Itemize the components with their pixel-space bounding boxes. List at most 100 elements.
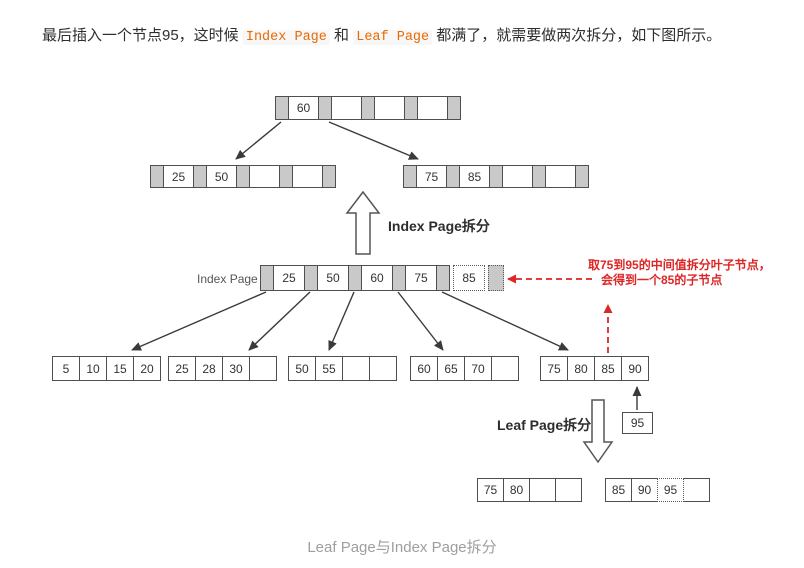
key-cell <box>491 356 519 381</box>
key-cell: 28 <box>195 356 223 381</box>
pointer-cell <box>532 165 546 188</box>
key-cell: 90 <box>621 356 649 381</box>
new-pointer-cell <box>488 265 504 291</box>
red-annotation-line1: 取75到95的中间值拆分叶子节点， <box>588 258 771 272</box>
arrow-index-to-leaf1 <box>131 291 267 351</box>
pointer-cell <box>403 165 417 188</box>
pointer-cell <box>436 265 450 291</box>
key-cell: 85 <box>594 356 622 381</box>
arrow-index-to-leaf5 <box>441 291 569 351</box>
key-cell <box>502 165 533 188</box>
key-cell <box>529 478 556 502</box>
pointer-cell <box>575 165 589 188</box>
paragraph-text: 和 <box>329 27 354 44</box>
paragraph-text: 最后插入一个节点95，这时候 <box>42 27 243 44</box>
key-cell: 30 <box>222 356 250 381</box>
new-key-95-node: 95 <box>622 412 653 434</box>
pointer-cell <box>318 96 332 120</box>
hollow-up-arrow <box>345 190 381 255</box>
new-index-key-cell: 85 <box>453 265 485 291</box>
level2-left-index-node: 25 50 <box>150 165 336 188</box>
arrow-index-to-leaf2 <box>248 291 311 351</box>
new-key-cell: 95 <box>657 478 684 502</box>
inline-code-index-page: Index Page <box>242 30 330 45</box>
key-cell: 25 <box>163 165 194 188</box>
figure-caption: Leaf Page与Index Page拆分 <box>307 539 497 556</box>
arrow-root-to-left-child <box>235 121 282 160</box>
key-cell <box>331 96 362 120</box>
paragraph-text: 都满了，就需要做两次拆分，如下图所示。 <box>432 27 722 44</box>
pointer-cell <box>322 165 336 188</box>
key-cell: 50 <box>206 165 237 188</box>
key-cell: 10 <box>79 356 107 381</box>
red-annotation-line2: 会得到一个85的子节点 <box>601 273 723 287</box>
leaf-node-2: 25 28 30 <box>168 356 277 381</box>
leaf-node-5: 75 80 85 90 <box>540 356 649 381</box>
key-cell: 85 <box>605 478 632 502</box>
pointer-cell <box>489 165 503 188</box>
key-cell: 85 <box>459 165 490 188</box>
key-cell: 50 <box>317 265 349 291</box>
pointer-cell <box>446 165 460 188</box>
pointer-cell <box>279 165 293 188</box>
key-cell: 5 <box>52 356 80 381</box>
key-cell: 80 <box>503 478 530 502</box>
pointer-cell <box>404 96 418 120</box>
key-cell: 60 <box>410 356 438 381</box>
key-cell: 75 <box>477 478 504 502</box>
key-cell: 60 <box>288 96 319 120</box>
key-cell <box>417 96 448 120</box>
key-cell <box>369 356 397 381</box>
key-cell <box>342 356 370 381</box>
key-cell: 50 <box>288 356 316 381</box>
pointer-cell <box>193 165 207 188</box>
key-cell: 80 <box>567 356 595 381</box>
arrow-root-to-right-child <box>328 121 419 160</box>
intro-paragraph: 最后插入一个节点95，这时候 Index Page 和 Leaf Page 都满… <box>42 23 770 50</box>
index-page-label: Index Page <box>197 272 258 286</box>
level2-right-index-node: 75 85 <box>403 165 589 188</box>
key-cell: 95 <box>622 412 653 434</box>
key-cell <box>683 478 710 502</box>
pointer-cell <box>392 265 406 291</box>
pointer-cell <box>304 265 318 291</box>
key-cell <box>545 165 576 188</box>
pointer-cell <box>275 96 289 120</box>
pointer-cell <box>447 96 461 120</box>
leaf-page-split-label: Leaf Page拆分 <box>497 417 592 433</box>
key-cell: 25 <box>273 265 305 291</box>
key-cell: 25 <box>168 356 196 381</box>
split-leaf-right: 85 90 95 <box>605 478 710 502</box>
key-cell: 70 <box>464 356 492 381</box>
key-cell <box>249 165 280 188</box>
arrow-index-to-leaf4 <box>397 291 444 351</box>
leaf-node-1: 5 10 15 20 <box>52 356 161 381</box>
arrow-index-to-leaf3 <box>328 291 355 351</box>
red-annotation: 取75到95的中间值拆分叶子节点， 会得到一个85的子节点 <box>588 258 771 288</box>
leaf-node-4: 60 65 70 <box>410 356 519 381</box>
pointer-cell <box>361 96 375 120</box>
key-cell <box>374 96 405 120</box>
leaf-node-3: 50 55 <box>288 356 397 381</box>
pointer-cell <box>150 165 164 188</box>
key-cell: 65 <box>437 356 465 381</box>
pointer-cell <box>236 165 250 188</box>
pointer-cell <box>348 265 362 291</box>
key-cell <box>249 356 277 381</box>
index-page-node: 25 50 60 75 85 <box>260 265 504 291</box>
key-cell: 20 <box>133 356 161 381</box>
inline-code-leaf-page: Leaf Page <box>353 30 433 45</box>
key-cell: 55 <box>315 356 343 381</box>
key-cell: 60 <box>361 265 393 291</box>
key-cell: 75 <box>405 265 437 291</box>
pointer-cell <box>260 265 274 291</box>
split-leaf-left: 75 80 <box>477 478 582 502</box>
index-page-split-label: Index Page拆分 <box>388 218 490 234</box>
root-index-node: 60 <box>275 96 461 120</box>
key-cell <box>292 165 323 188</box>
key-cell <box>555 478 582 502</box>
key-cell: 75 <box>416 165 447 188</box>
key-cell: 15 <box>106 356 134 381</box>
key-cell: 90 <box>631 478 658 502</box>
